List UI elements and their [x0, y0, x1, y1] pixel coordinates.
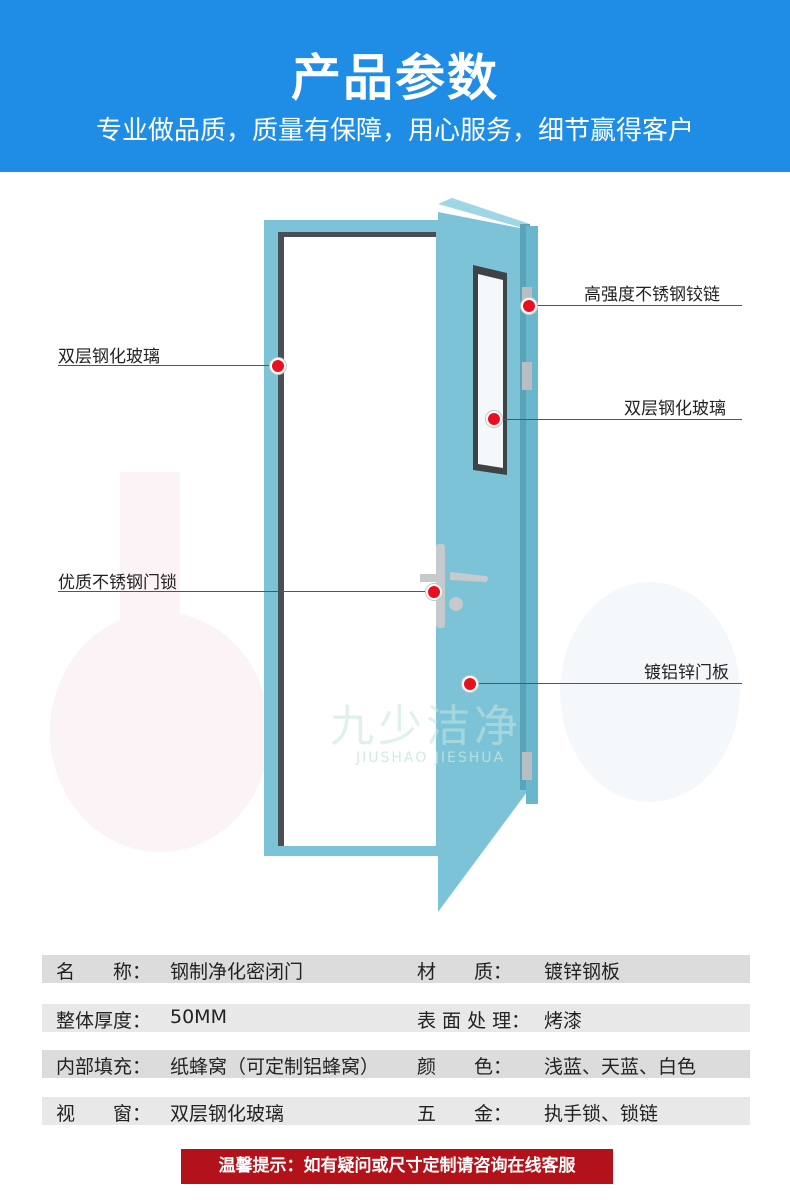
callout-line-hinge [534, 305, 742, 306]
spec-row: 视 窗： 双层钢化玻璃 五 金： 执手锁、锁链 [42, 1097, 750, 1125]
spec-value: 浅蓝、天蓝、白色 [544, 1056, 697, 1078]
callout-dot-panel [462, 676, 478, 692]
watermark-brand: 九少洁净 [330, 701, 522, 752]
spec-row: 整体厚度： 50MM 表 面 处 理： 烤漆 [42, 1004, 750, 1032]
callout-label-lock: 优质不锈钢门锁 [58, 573, 177, 593]
lock-plate [436, 544, 445, 628]
callout-line-lock [58, 591, 434, 592]
spec-row: 内部填充： 纸蜂窝（可定制铝蜂窝） 颜 色： 浅蓝、天蓝、白色 [42, 1050, 750, 1078]
spec-value: 镀锌钢板 [544, 961, 621, 983]
spec-label: 整体厚度： [56, 1010, 152, 1032]
spec-value: 钢制净化密闭门 [170, 961, 304, 983]
hinge-middle [522, 362, 532, 390]
watermark-brand-latin: JIUSHAO JIESHUA [356, 750, 506, 766]
callout-dot-window-glass [486, 411, 502, 427]
spec-label: 五 金： [417, 1103, 513, 1125]
hinge-bottom [522, 752, 532, 780]
callout-line-frame-glass [58, 365, 278, 366]
callout-dot-lock [426, 584, 442, 600]
callout-label-panel: 镀铝锌门板 [644, 663, 729, 683]
callout-dot-hinge [521, 298, 537, 314]
callout-label-hinge: 高强度不锈钢铰链 [584, 285, 720, 305]
spec-label: 视 窗： [56, 1103, 152, 1125]
spec-value: 纸蜂窝（可定制铝蜂窝） [170, 1056, 380, 1078]
spec-value: 执手锁、锁链 [544, 1103, 659, 1125]
spec-label: 内部填充： [56, 1056, 152, 1078]
callout-dot-frame-glass [270, 358, 286, 374]
callout-label-frame-glass: 双层钢化玻璃 [58, 347, 160, 367]
lever-handle [450, 572, 488, 582]
door-illustration [50, 198, 740, 912]
frame-opening [278, 232, 436, 846]
product-illustration: 九少洁净 JIUSHAO JIESHUA 高强度不锈钢铰链 双层钢化玻璃 双层钢… [0, 172, 790, 952]
page-subtitle: 专业做品质，质量有保障，用心服务，细节赢得客户 [95, 116, 694, 146]
page-title: 产品参数 [291, 49, 499, 107]
spec-value: 双层钢化玻璃 [170, 1103, 285, 1125]
spec-value: 50MM [170, 1006, 227, 1028]
spec-label: 颜 色： [417, 1056, 513, 1078]
spec-value: 烤漆 [544, 1010, 583, 1032]
spec-label: 名 称： [56, 961, 152, 983]
header-banner: 产品参数 专业做品质，质量有保障，用心服务，细节赢得客户 [0, 0, 790, 172]
notice-banner: 温馨提示：如有疑问或尺寸定制请咨询在线客服 [181, 1149, 613, 1184]
background-flask [50, 472, 740, 852]
spec-label: 材 质： [417, 961, 513, 983]
callout-label-window-glass: 双层钢化玻璃 [624, 399, 726, 419]
spec-label: 表 面 处 理： [417, 1010, 531, 1032]
spec-row: 名 称： 钢制净化密闭门 材 质： 镀锌钢板 [42, 955, 750, 983]
callout-line-panel [472, 683, 742, 684]
callout-line-window-glass [496, 419, 742, 420]
